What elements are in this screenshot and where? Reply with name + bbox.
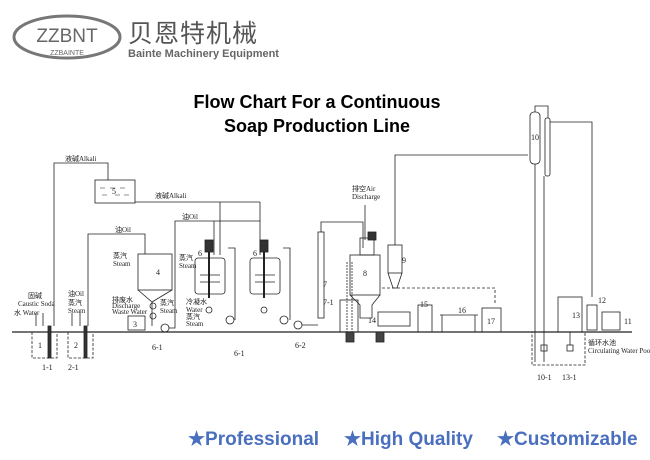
num-6a: 6 (198, 249, 202, 258)
num-11: 11 (624, 317, 632, 326)
vacuum-pump-12 (586, 304, 598, 331)
num-3: 3 (133, 320, 137, 329)
alkali-tank-5 (94, 179, 136, 204)
num-8: 8 (363, 269, 367, 278)
label-steam-tank4: Steam (113, 260, 131, 268)
num-13: 13 (572, 311, 580, 320)
label-steam-left: Steam (68, 307, 86, 315)
oil-tank-4 (137, 253, 173, 291)
dissolving-pool-2 (67, 331, 94, 359)
num-16: 16 (458, 306, 466, 315)
title-line-2: Soap Production Line (223, 116, 410, 136)
circulating-water-pool (531, 331, 586, 366)
label-steam-tank4-cn: 蒸汽 (113, 251, 127, 260)
feature-professional: ★Professional (188, 429, 320, 450)
label-air-en: Discharge (352, 193, 380, 201)
pump-6-2 (293, 320, 303, 330)
logo-text: ZZBNT (36, 26, 98, 47)
num-10-1: 10-1 (537, 373, 552, 382)
label-steam-reactor-cn: 蒸汽 (179, 253, 193, 262)
num-6-1b: 6-1 (234, 349, 245, 358)
equipment-numbers: 1-1 1 2 2-1 3 4 5 6 6 6-1 6-1 6-2 7 7-1 … (38, 133, 632, 382)
stamping-17 (481, 307, 502, 333)
label-oil-reactor: 油Oil (182, 212, 198, 221)
pump-6-1a (160, 323, 170, 333)
label-pool-cn: 循环水池 (588, 338, 616, 347)
num-1: 1 (38, 341, 42, 350)
label-waste-en1: Discharge (112, 302, 140, 310)
label-steam-pump: Steam (160, 307, 178, 315)
num-1-1: 1-1 (42, 363, 53, 372)
brand-logo: ZZBNT ZZBAINTE (12, 14, 122, 60)
feature-high-quality: ★High Quality (344, 429, 473, 450)
logo-subtext: ZZBAINTE (50, 50, 84, 57)
brand-name-cn: 贝恩特机械 (128, 19, 259, 48)
num-12: 12 (598, 296, 606, 305)
pump-11 (601, 311, 621, 331)
num-9: 9 (402, 256, 406, 265)
num-6-1a: 6-1 (152, 343, 163, 352)
label-caustic-cn: 固碱 (28, 292, 42, 300)
num-6b: 6 (253, 249, 257, 258)
equipment-drawing (12, 105, 632, 366)
feature-customizable: ★Customizable (497, 429, 638, 450)
plodder-14 (377, 311, 411, 327)
num-6-2: 6-2 (295, 341, 306, 350)
num-7: 7 (323, 280, 327, 289)
alkali-feed-line (135, 201, 261, 255)
alkali-line (53, 162, 109, 326)
title-line-1: Flow Chart For a Continuous (193, 92, 441, 112)
num-15: 15 (420, 300, 428, 309)
label-alkali-mid: 液碱Alkali (155, 191, 187, 200)
label-cool-water-en: Water (186, 306, 203, 314)
num-4: 4 (156, 268, 160, 277)
diagram-labels: 固碱 Caustic Soda 水 Water 油Oil 蒸汽 Steam 液碱… (14, 154, 650, 355)
conveyor-16 (440, 314, 478, 332)
waste-tank-3 (127, 315, 146, 331)
num-2: 2 (74, 341, 78, 350)
pump-1-1 (47, 325, 52, 359)
num-10: 10 (531, 133, 539, 142)
num-14: 14 (368, 316, 376, 325)
label-waste-en2: Waste Water (112, 308, 148, 316)
cyclone-9 (387, 244, 403, 274)
label-cool-water-cn: 冷凝水 (186, 297, 207, 306)
label-steam-reactor: Steam (179, 262, 197, 270)
dissolving-pool-1 (31, 331, 58, 359)
num-13-1: 13-1 (562, 373, 577, 382)
label-caustic-en: Caustic Soda (18, 300, 56, 308)
brand-name-en: Bainte Machinery Equipment (128, 48, 279, 60)
pump-2-1 (83, 325, 88, 359)
num-17: 17 (487, 317, 495, 326)
label-waste-cn: 排废水 (112, 295, 133, 304)
label-steam-pump-cn: 蒸汽 (160, 298, 174, 307)
num-2-1: 2-1 (68, 363, 79, 372)
label-steam-r2: Steam (186, 320, 204, 328)
label-water: 水 Water (14, 308, 40, 317)
label-steam-cn-left: 蒸汽 (68, 298, 82, 307)
label-air-cn: 排空Air (352, 184, 376, 193)
label-alkali-top: 液碱Alkali (65, 154, 97, 163)
label-pool-en: Circulating Water Pool (588, 347, 650, 355)
label-oil-left: 油Oil (68, 289, 84, 298)
oil-line-tank4 (87, 233, 146, 326)
label-steam-r2-cn: 蒸汽 (186, 312, 200, 321)
num-7-1: 7-1 (323, 298, 334, 307)
num-5: 5 (112, 187, 116, 196)
label-oil-tank4: 油Oil (115, 225, 131, 234)
cutter-15 (417, 304, 433, 333)
vapor-line (394, 154, 528, 245)
